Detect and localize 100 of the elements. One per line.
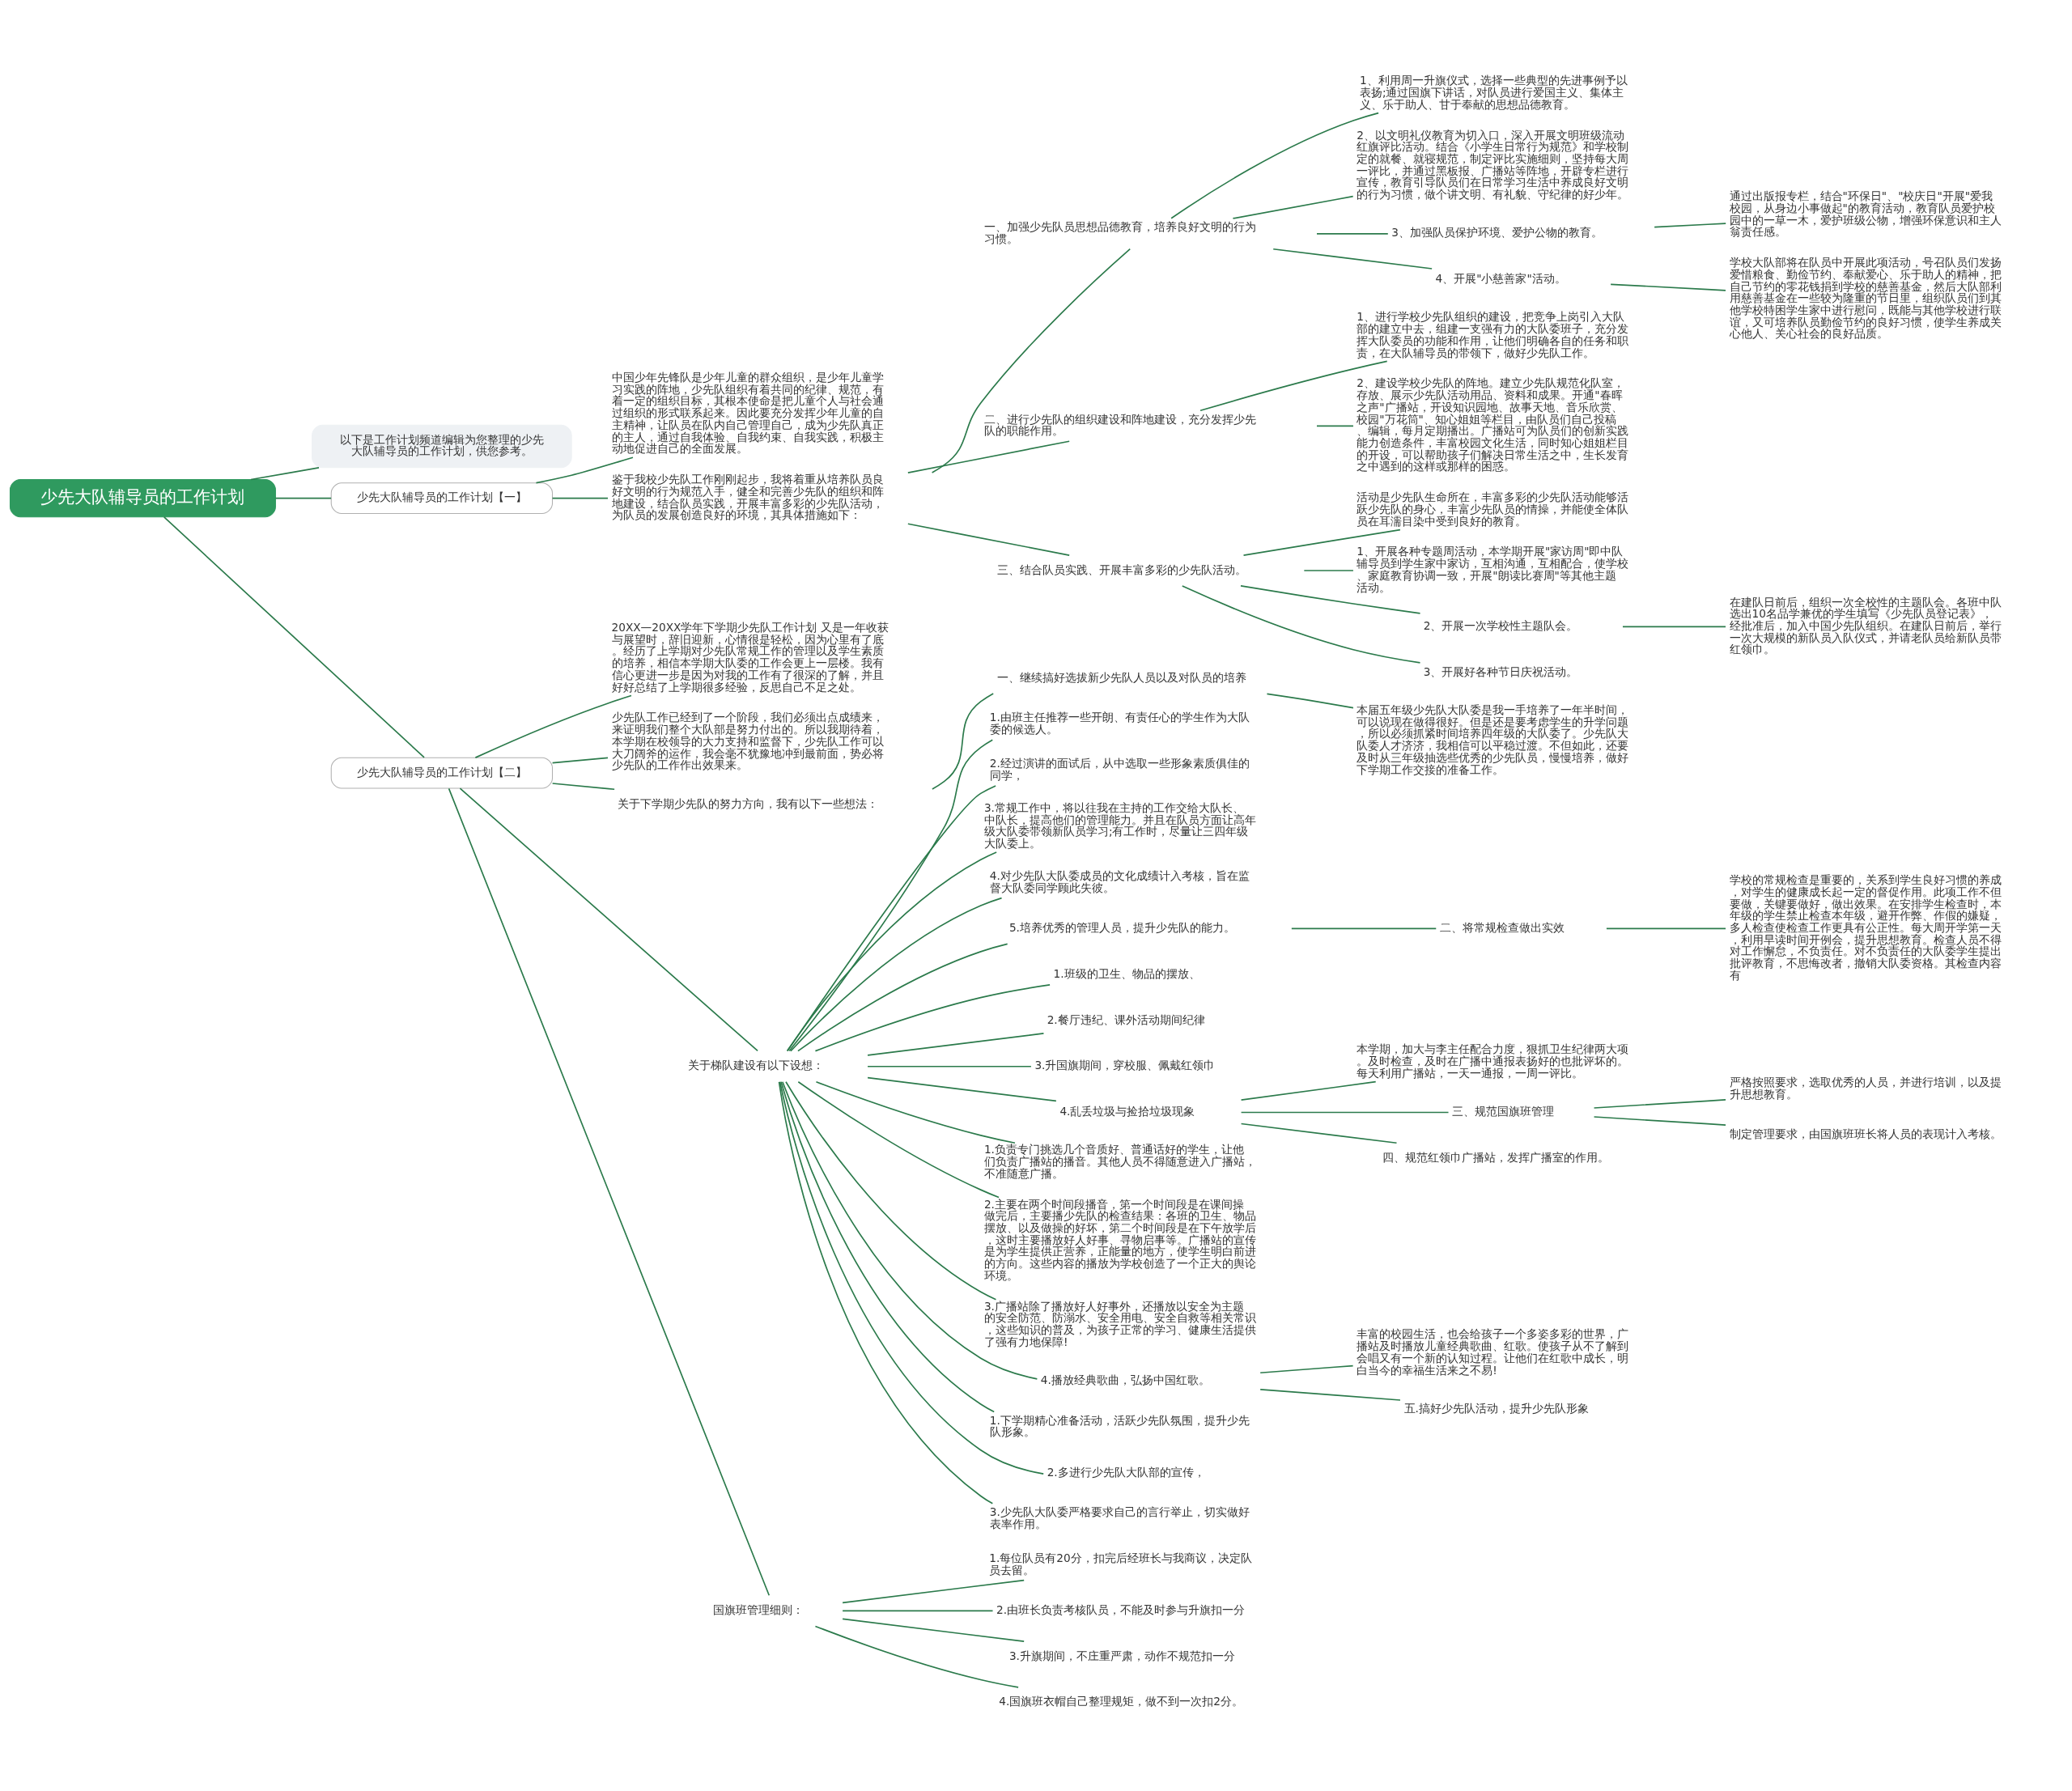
connector [788, 738, 994, 1051]
node-text: 2.经过演讲的面试后，从中选取一些形象素质俱佳的同学， [989, 756, 1250, 782]
connector [780, 1080, 996, 1412]
node-text: 国旗班管理细则： [713, 1602, 805, 1616]
connector [779, 1080, 1045, 1475]
connector [551, 782, 615, 790]
node-text: 少先队工作已经到了一个阶段，我们必须出点成绩来，来证明我们整个大队部是努力付出的。所以我期待着，本学期在校领导的大力支持和监督下，少先队工作可以大刀阔斧的运作，我会毫不犹豫地冲到最前面，势必将少先队的工作作出效果来。 [611, 710, 884, 771]
node-text: 1、进行学校少先队组织的建设，把竞争上岗引入大队部的建立中去，组建一支强有力的大队委班子，充分发挥大队委员的功能和作用，让他们明确各自的任务和职责，在大队辅导员的带领下，做好少先队工作。 [1357, 309, 1629, 359]
node-text: 5.培养优秀的管理人员，提升少先队的能力。 [1008, 920, 1235, 934]
node-text: 2、以文明礼仪教育为切入口，深入开展文明班级流动红旗评比活动。结合《小学生日常行为规范》和学校制定的就餐、就寝规范，制定评比实施细则，坚持每大周一评比，并通过黑板报、广播站等阵地，开辟专栏进行宣传，教育引导队员们在日常学习生活中养成良好文明的行为习惯，做个讲文明、有礼貌、守纪律的好少年。 [1357, 128, 1629, 201]
connector [1199, 360, 1388, 411]
node-text: 关于下学期少先队的努力方向，我有以下一些想法： [618, 796, 879, 810]
node-text: 鉴于我校少先队工作刚刚起步，我将着重从培养队员良好文明的行为规范入手，健全和完善少先队的组织和阵地建设，结合队员实践，开展丰富多彩的少先队活动，为队员的发展创造良好的环境，其具体措施如下： [611, 472, 884, 521]
node-box: 少先大队辅导员的工作计划【一】 [330, 482, 554, 514]
node-text: 20XX—20XX学年下学期少先队工作计划 又是一年收获与展望时，辞旧迎新，心情很是轻松，因为心里有了底。经历了上学期对少先队常规工作的管理以及学生素质的培养，相信本学期大队委的工作会更上一层楼。我有信心更进一步是因为对我的工作有了很深的了解，并且好好总结了上学期很多经验，反思自己不足之处。 [611, 620, 889, 694]
connector [1266, 693, 1354, 708]
node-text: 1.下学期精心准备活动，活跃少先队氛围，提升少先队形象。 [989, 1413, 1250, 1438]
node-text: 2.多进行少先队大队部的宣传， [1047, 1465, 1205, 1479]
node-text: 一、加强少先队员思想品德教育，培养良好文明的行为习惯。 [983, 219, 1256, 245]
node-text: 丰富的校园生活，也会给孩子一个多姿多彩的世界，广播站及时播放儿童经典歌曲、红歌。使孩子从不了解到会唱又有一个新的认知过程。让他们在红歌中成长，明白当今的幸福生活来之不易! [1357, 1326, 1629, 1377]
node-text: 3.少先队大队委严格要求自己的言行举止，切实做好表率作用。 [989, 1505, 1250, 1530]
connector [1240, 1123, 1398, 1144]
node-text: 2、开展一次学校性主题队会。 [1423, 618, 1578, 632]
node-text: 二、进行少先队的组织建设和阵地建设，充分发挥少先队的职能作用。 [983, 412, 1256, 437]
connector [1316, 425, 1354, 427]
connector [1316, 232, 1389, 235]
node-text: 1.班级的卫生、物品的摆放、 [1053, 966, 1200, 980]
node-text: 三、规范国旗班管理 [1451, 1104, 1554, 1118]
connector [842, 1618, 1025, 1642]
connector [867, 1032, 1045, 1056]
connector [1610, 283, 1726, 291]
node-box: 少先大队辅导员的工作计划【二】 [330, 757, 554, 789]
node-text: 1.负责专门挑选几个音质好、普通话好的学生，让他们负责广播站的播音。其他人员不得随意进入广播站，不准随意广播。 [983, 1142, 1256, 1180]
connector [535, 456, 634, 483]
node-text: 本届五年级少先队大队委是我一手培养了一年半时间，可以说现在做得很好。但是还是要考虑学生的升学问题，所以必须抓紧时间培养四年级的大队委了。少先队大队委人才济济，我相信可以平稳过渡。不但如此，还要及时从三年级抽选些优秀的少先队员，慢慢培养，做好下学期工作交接的准备工作。 [1357, 702, 1629, 776]
node-text: 4、开展"小慈善家"活动。 [1435, 271, 1566, 285]
connector [867, 1076, 1057, 1101]
connector [1181, 584, 1421, 664]
connector [1303, 569, 1354, 571]
node-text: 本学期，加大与李主任配合力度，狠抓卫生纪律两大项。及时检查，及时在广播中通报表扬好的也批评坏的。每天利用广播站，一天一通报，一周一评比。 [1357, 1042, 1629, 1080]
connector [274, 497, 332, 499]
node-text: 关于梯队建设有以下设想： [688, 1058, 825, 1072]
node-text: 学校的常规检查是重要的，关系到学生良好习惯的养成，对学生的健康成长起一定的督促作用。此项工作不但要做，关键要做好，做出效果。在安排学生检查时，本年级的学生禁止检查本年级，避开作弊、作假的嫌疑，多人检查使检查工作更具有公正性。每大周开学第一天，利用早读时间开例会，提升思想教育。检查人员不得对工作懈怠，不负责任。对不负责任的大队委学生提出批评教育，不思悔改者，撤销大队委资格。其检查内容有 [1729, 872, 2002, 982]
connector [931, 248, 1132, 473]
node-text: 2.餐厅违纪、课外活动期间纪律 [1047, 1012, 1205, 1026]
connector [814, 1625, 1019, 1688]
node-text: 2.由班长负责考核队员，不能及时参与升旗扣一分 [996, 1602, 1246, 1616]
connector [1232, 195, 1354, 219]
connector [551, 757, 609, 763]
connector [1593, 1115, 1726, 1126]
node-text: 三、结合队员实践、开展丰富多彩的少先队活动。 [996, 562, 1246, 576]
node-text: 2.主要在两个时间段播音，第一个时间段是在课间操做完后，主要播少先队的检查结果：各班的卫生、物品摆放、以及做操的好坏，第二个时间段是在下午放学后，这时主要播放好人好事、寻物启事等。广播站的宣传是为学生提供正营养，正能量的地方，使学生明白前进的方向。这些内容的播放为学校创造了一个正大的舆论环境。 [983, 1197, 1256, 1282]
connector [1242, 528, 1401, 556]
node-text: 4.播放经典歌曲，弘扬中国红歌。 [1040, 1373, 1210, 1386]
node-text: 3.升国旗期间，穿校服、佩戴红领巾 [1034, 1058, 1216, 1072]
node-text: 一、继续搞好选拔新少先队人员以及对队员的培养 [996, 670, 1246, 684]
node-text: 中国少年先锋队是少年儿童的群众组织，是少年儿童学习实践的阵地，少先队组织有着共同的纪律、规范，有着一定的组织目标，其根本使命是把儿童个人与社会通过组织的形式联系起来。因此要充分发挥少年儿童的自主精神，让队员在队内自己管理自己，成为少先队真正的主人，通过自我体验、自我约束、自我实践，积极主动地促进自己的全面发展。 [611, 370, 884, 455]
connector [797, 1080, 1000, 1198]
node-text: 1.每位队员有20分，扣完后经班长与我商议，决定队员去留。 [989, 1551, 1252, 1577]
connector [932, 692, 995, 790]
connector [1240, 584, 1421, 614]
node-text: 制定管理要求，由国旗班班长将人员的表现计入考核。 [1729, 1127, 2002, 1140]
connector [815, 1080, 1016, 1144]
connector [778, 1080, 994, 1505]
node-text: 通过出版报专栏，结合"环保日"、"校庆日"开展"爱我校园，从身边小事做起"的教育活动，教育队员爱护校园中的一草一木，爱护班级公物，增强环保意识和主人翁责任感。 [1729, 189, 2002, 238]
connector [814, 983, 1051, 1051]
connector [1593, 1098, 1726, 1109]
connector [1259, 1388, 1401, 1401]
node-text: 3、开展好各种节日庆祝活动。 [1423, 664, 1578, 678]
connector [1259, 1364, 1354, 1373]
connector [1291, 927, 1437, 929]
node-text: 1.由班主任推荐一些开朗、有责任心的学生作为大队委的候选人。 [989, 710, 1250, 736]
node-text: 四、规范红领巾广播站，发挥广播室的作用。 [1382, 1150, 1609, 1164]
node-text: 学校大队部将在队员中开展此项活动，号召队员们发扬爱惜粮食、勤俭节约、奉献爱心、乐于助人的精神，把自己节约的零花钱捐到学校的慈善基金，然后大队部利用慈善基金在一些较为隆重的节日里，组织队员们到其他学校特困学生家中进行慰问，既能与其他学校进行联谊，又可培养队员勤俭节约的良好习惯，使学生养成关心他人、关心社会的良好品质。 [1729, 255, 2002, 340]
connector [842, 1610, 994, 1611]
connector [551, 497, 609, 499]
connector [842, 1579, 1025, 1603]
connector [786, 851, 997, 1051]
connector [787, 784, 996, 1051]
connector [867, 1065, 1032, 1067]
node-text: 3、加强队员保护环境、爱护公物的教育。 [1391, 225, 1603, 239]
node-text: 4.乱丢垃圾与捡拾垃圾现象 [1059, 1104, 1195, 1118]
node-text: 3.广播站除了播放好人好事外，还播放以安全为主题的安全防范、防溺水、安全用电、安全自救等相关常识，这些知识的普及，为孩子正常的学习、健康生活提供了强有力地保障! [983, 1299, 1256, 1348]
connector [907, 439, 1070, 473]
node-text: 1、利用周一升旗仪式，选择一些典型的先进事例予以表扬;通过国旗下讲话，对队员进行爱国主义、集体主义、乐于助人、甘于奉献的思想品德教育。 [1359, 73, 1628, 111]
node-text: 4.国旗班衣帽自己整理规矩，做不到一次扣2分。 [999, 1694, 1243, 1708]
node-text: 严格按照要求，选取优秀的人员，并进行培训，以及提升思想教育。 [1729, 1075, 2002, 1101]
connector [785, 1080, 997, 1301]
connector [459, 787, 758, 1051]
connector [797, 943, 1008, 1051]
connector [907, 522, 1070, 556]
connector [474, 694, 632, 758]
node-text: 在建队日前后，组织一次全校性的主题队会。各班中队选出10名品学兼优的学生填写《少先队员登记表》，经批准后，加入中国少先队组织。在建队日前后，举行一次大规模的新队员入队仪式，并请老队员给新队员带红领巾。 [1729, 595, 2002, 656]
connector [1240, 1111, 1450, 1113]
connector [163, 516, 425, 758]
node-text: 3.升旗期间，不庄重严肃，动作不规范扣一分 [1008, 1649, 1235, 1662]
connector [1272, 248, 1433, 269]
connector [1622, 626, 1726, 627]
node-text: 二、将常规检查做出实效 [1439, 920, 1565, 934]
connector [782, 1080, 1038, 1380]
